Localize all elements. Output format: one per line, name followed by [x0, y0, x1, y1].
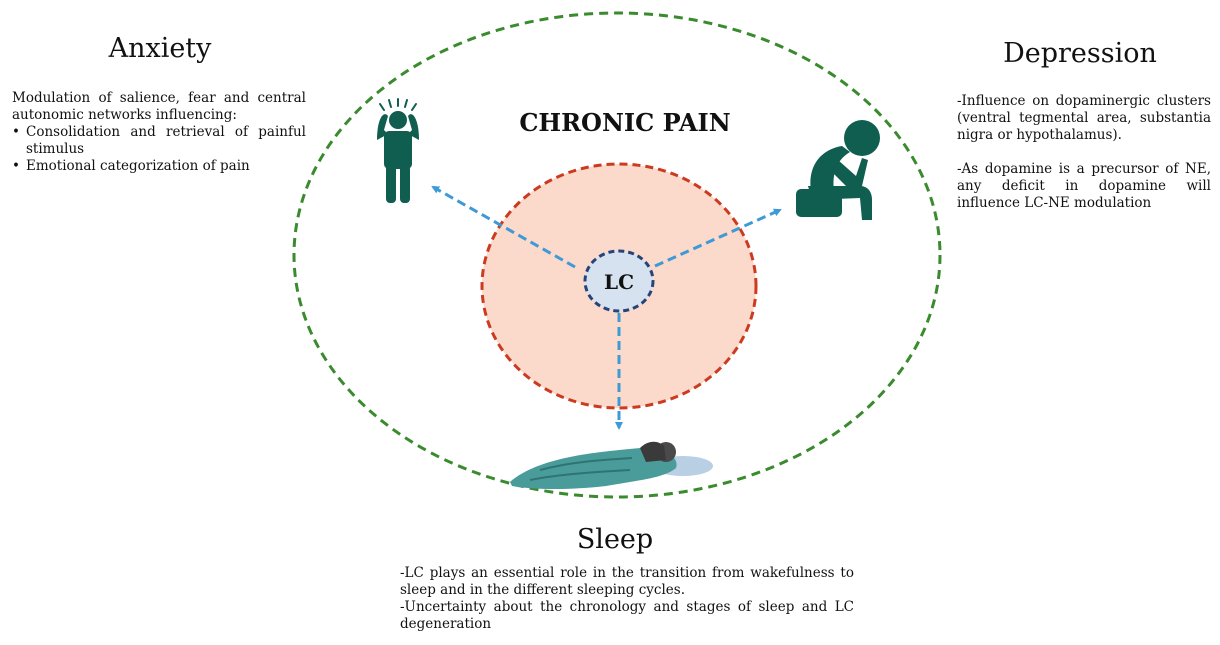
depression-heading: Depression	[1000, 38, 1160, 69]
anxiety-description: Modulation of salience, fear and central…	[12, 90, 306, 175]
anxiety-bullet: Emotional categorization of pain	[12, 158, 306, 175]
anxiety-heading: Anxiety	[100, 33, 220, 64]
depression-description: -Influence on dopaminergic clusters (ven…	[957, 93, 1211, 212]
sleep-description: -LC plays an essential role in the trans…	[400, 565, 854, 633]
depression-paragraph: -Influence on dopaminergic clusters (ven…	[957, 93, 1211, 144]
anxiety-bullet-list: Consolidation and retrieval of painful s…	[12, 124, 306, 175]
lc-label: LC	[604, 270, 634, 294]
depression-paragraph: -As dopamine is a precursor of NE, any d…	[957, 161, 1211, 212]
stressed-person-icon	[377, 99, 419, 203]
anxiety-intro: Modulation of salience, fear and central…	[12, 90, 306, 124]
anxiety-bullet: Consolidation and retrieval of painful s…	[12, 124, 306, 158]
chronic-pain-title: CHRONIC PAIN	[519, 108, 730, 137]
sleep-line: -LC plays an essential role in the trans…	[400, 565, 854, 599]
sleep-heading: Sleep	[555, 524, 675, 555]
sleep-line: -Uncertainty about the chronology and st…	[400, 599, 854, 633]
sleeping-person-icon	[510, 442, 713, 489]
sad-seated-person-icon	[796, 120, 880, 220]
